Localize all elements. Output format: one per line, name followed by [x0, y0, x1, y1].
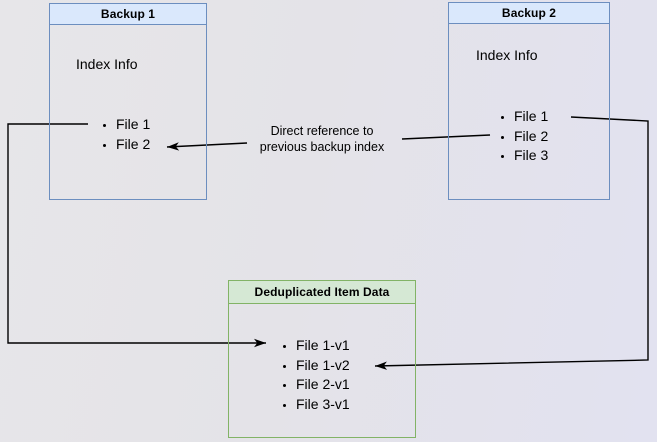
file-list-item: File 1-v1 [296, 336, 350, 356]
file-list-item: File 2 [116, 135, 150, 155]
file-list-item: File 1-v2 [296, 356, 350, 376]
backup1-index-label: Index Info [76, 56, 138, 72]
file-list-item: File 3 [514, 146, 548, 166]
dedup-store-box: Deduplicated Item Data File 1-v1File 1-v… [228, 280, 416, 438]
dedup-store-header: Deduplicated Item Data [229, 281, 415, 304]
file-list-item: File 2 [514, 127, 548, 147]
edge-label-line1: Direct reference to [270, 124, 374, 138]
backup2-index-label: Index Info [476, 47, 538, 63]
backup1-title: Backup 1 [100, 7, 156, 21]
backup2-title: Backup 2 [501, 6, 557, 20]
edge-label-line2: previous backup index [259, 140, 385, 154]
dedup-store-file-list: File 1-v1File 1-v2File 2-v1File 3-v1 [272, 336, 350, 414]
file-list-item: File 1 [116, 115, 150, 135]
backup1-box: Backup 1 Index Info File 1File 2 [49, 3, 207, 200]
backup2-file-list: File 1File 2File 3 [490, 107, 548, 166]
file-list-item: File 2-v1 [296, 375, 350, 395]
file-list-item: File 3-v1 [296, 395, 350, 415]
backup2-box: Backup 2 Index Info File 1File 2File 3 [448, 2, 610, 200]
edge-label-direct-reference: Direct reference to previous backup inde… [260, 123, 384, 155]
file-list-item: File 1 [514, 107, 548, 127]
backup1-header: Backup 1 [50, 4, 206, 25]
backup2-header: Backup 2 [449, 3, 609, 24]
backup1-file-list: File 1File 2 [92, 115, 150, 154]
dedup-store-title: Deduplicated Item Data [254, 285, 390, 299]
